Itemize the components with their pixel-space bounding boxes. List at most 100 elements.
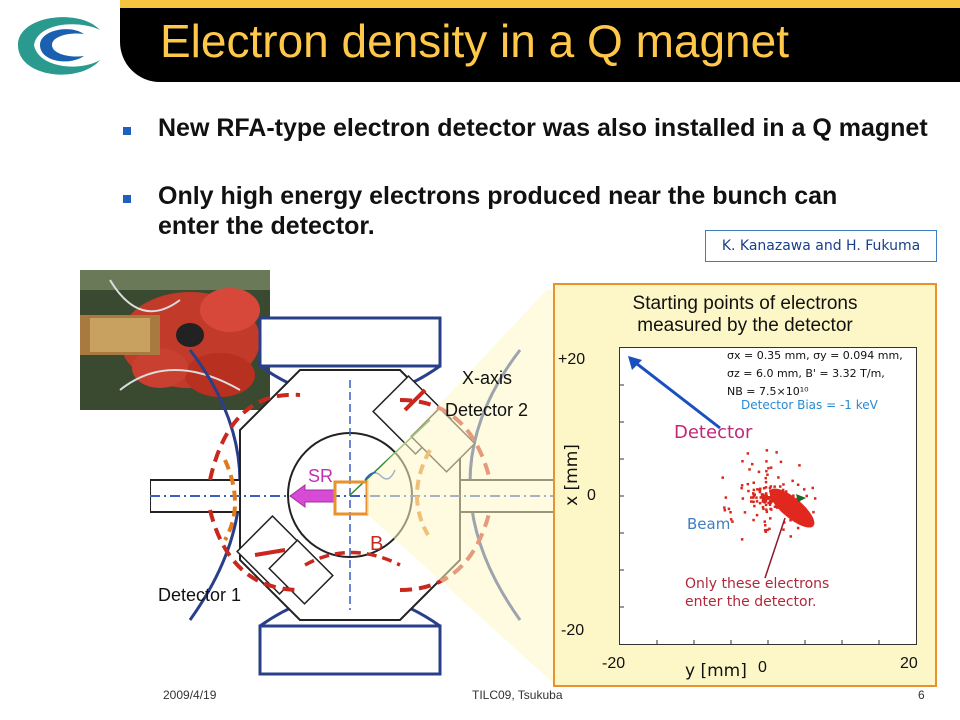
title-band <box>120 8 960 82</box>
scatter-point <box>729 511 732 514</box>
scatter-point <box>740 486 743 490</box>
scatter-point <box>769 501 772 504</box>
scatter-point <box>766 473 769 476</box>
scatter-point <box>767 496 770 499</box>
scatter-point <box>763 501 766 504</box>
scatter-point <box>768 503 772 506</box>
panel-title-line1: Starting points of electrons <box>632 293 858 314</box>
scatter-point <box>741 460 744 463</box>
scatter-point <box>756 488 759 491</box>
footer-venue: TILC09, Tsukuba <box>472 688 563 702</box>
xaxis-label: X-axis <box>462 368 513 388</box>
scatter-point <box>753 504 756 508</box>
sr-label: SR <box>308 466 334 486</box>
scatter-point <box>766 496 769 499</box>
scatter-point <box>775 451 778 454</box>
scatter-point <box>764 486 768 489</box>
scatter-point <box>746 452 750 455</box>
scatter-point <box>757 470 761 474</box>
scatter-point <box>760 493 764 496</box>
x-left-label: -20 <box>602 655 626 672</box>
note-line1: Only these electrons <box>685 576 830 592</box>
scatter-point <box>724 496 728 499</box>
electron-distribution-panel: Starting points of electrons measured by… <box>553 283 937 687</box>
title-band-top <box>0 0 960 8</box>
scatter-point <box>729 518 733 521</box>
y-mid-label: 0 <box>587 487 596 504</box>
scatter-point <box>752 488 756 492</box>
scatter-point <box>791 479 794 483</box>
scatter-point <box>764 503 768 507</box>
scatter-point <box>767 501 770 505</box>
scatter-point <box>755 500 759 503</box>
scatter-point <box>752 481 755 484</box>
scatter-point <box>727 507 731 511</box>
footer-date: 2009/4/19 <box>163 688 217 702</box>
credit-box: K. Kanazawa and H. Fukuma <box>705 230 937 262</box>
b-label: B <box>370 533 384 555</box>
panel-title: Starting points of electrons measured by… <box>555 293 935 337</box>
scatter-point <box>723 506 726 509</box>
scatter-point <box>747 489 750 493</box>
scatter-point <box>765 510 769 513</box>
scatter-point <box>764 497 768 501</box>
scatter-point <box>779 485 782 488</box>
beam-label: Beam <box>687 515 731 533</box>
scatter-point <box>764 480 768 484</box>
scatter-point <box>770 498 773 501</box>
scatter-point <box>762 487 766 490</box>
params-line2: σz = 6.0 mm, B' = 3.32 T/m, <box>727 367 885 380</box>
scatter-point <box>762 507 765 511</box>
scatter-plot <box>619 347 917 645</box>
scatter-point <box>812 510 815 514</box>
scatter-point <box>769 507 772 511</box>
scatter-point <box>811 486 814 490</box>
scatter-point <box>765 449 769 452</box>
scatter-point <box>763 529 767 532</box>
scatter-point <box>769 466 773 469</box>
scatter-point <box>782 483 785 486</box>
scatter-point <box>763 520 766 523</box>
scatter-point <box>740 484 744 487</box>
scatter-point <box>773 485 776 488</box>
scatter-point <box>765 460 768 463</box>
scatter-point <box>782 528 785 531</box>
scatter-point <box>762 497 765 500</box>
bullet-marker-2 <box>123 195 131 203</box>
scatter-point <box>769 517 772 520</box>
y-axis-title: x [mm] <box>561 444 582 506</box>
scatter-point <box>789 535 792 538</box>
scatter-point <box>746 482 750 486</box>
scatter-point <box>752 518 755 522</box>
scatter-point <box>755 513 759 517</box>
scatter-point <box>777 476 780 479</box>
scatter-point <box>796 526 800 530</box>
scatter-point <box>731 520 734 523</box>
scatter-point <box>758 490 762 494</box>
scatter-point <box>781 488 785 492</box>
scatter-point <box>764 524 767 527</box>
scatter-point <box>768 527 771 531</box>
scatter-point <box>740 538 744 541</box>
scatter-point <box>798 464 801 467</box>
detector1-label: Detector 1 <box>158 585 242 605</box>
scatter-point <box>767 466 770 470</box>
scatter-point <box>768 486 772 490</box>
panel-title-line2: measured by the detector <box>637 315 853 336</box>
scatter-point <box>789 519 792 522</box>
bullet-text-2: Only high energy electrons produced near… <box>158 182 838 240</box>
scatter-point <box>723 509 727 512</box>
bias-label: Detector Bias = -1 keV <box>741 398 878 412</box>
scatter-point <box>721 476 724 479</box>
scatter-point <box>764 496 767 499</box>
scatter-point <box>796 483 800 486</box>
magnet-photo <box>80 270 270 410</box>
params-line3: NB = 7.5×10¹⁰ <box>727 385 809 398</box>
scatter-point <box>750 500 753 503</box>
scatter-point <box>752 496 755 499</box>
scatter-point <box>765 508 768 511</box>
scatter-point <box>741 497 745 500</box>
scatter-point <box>792 494 795 497</box>
scatter-point <box>779 460 783 464</box>
scatter-point <box>752 500 755 504</box>
